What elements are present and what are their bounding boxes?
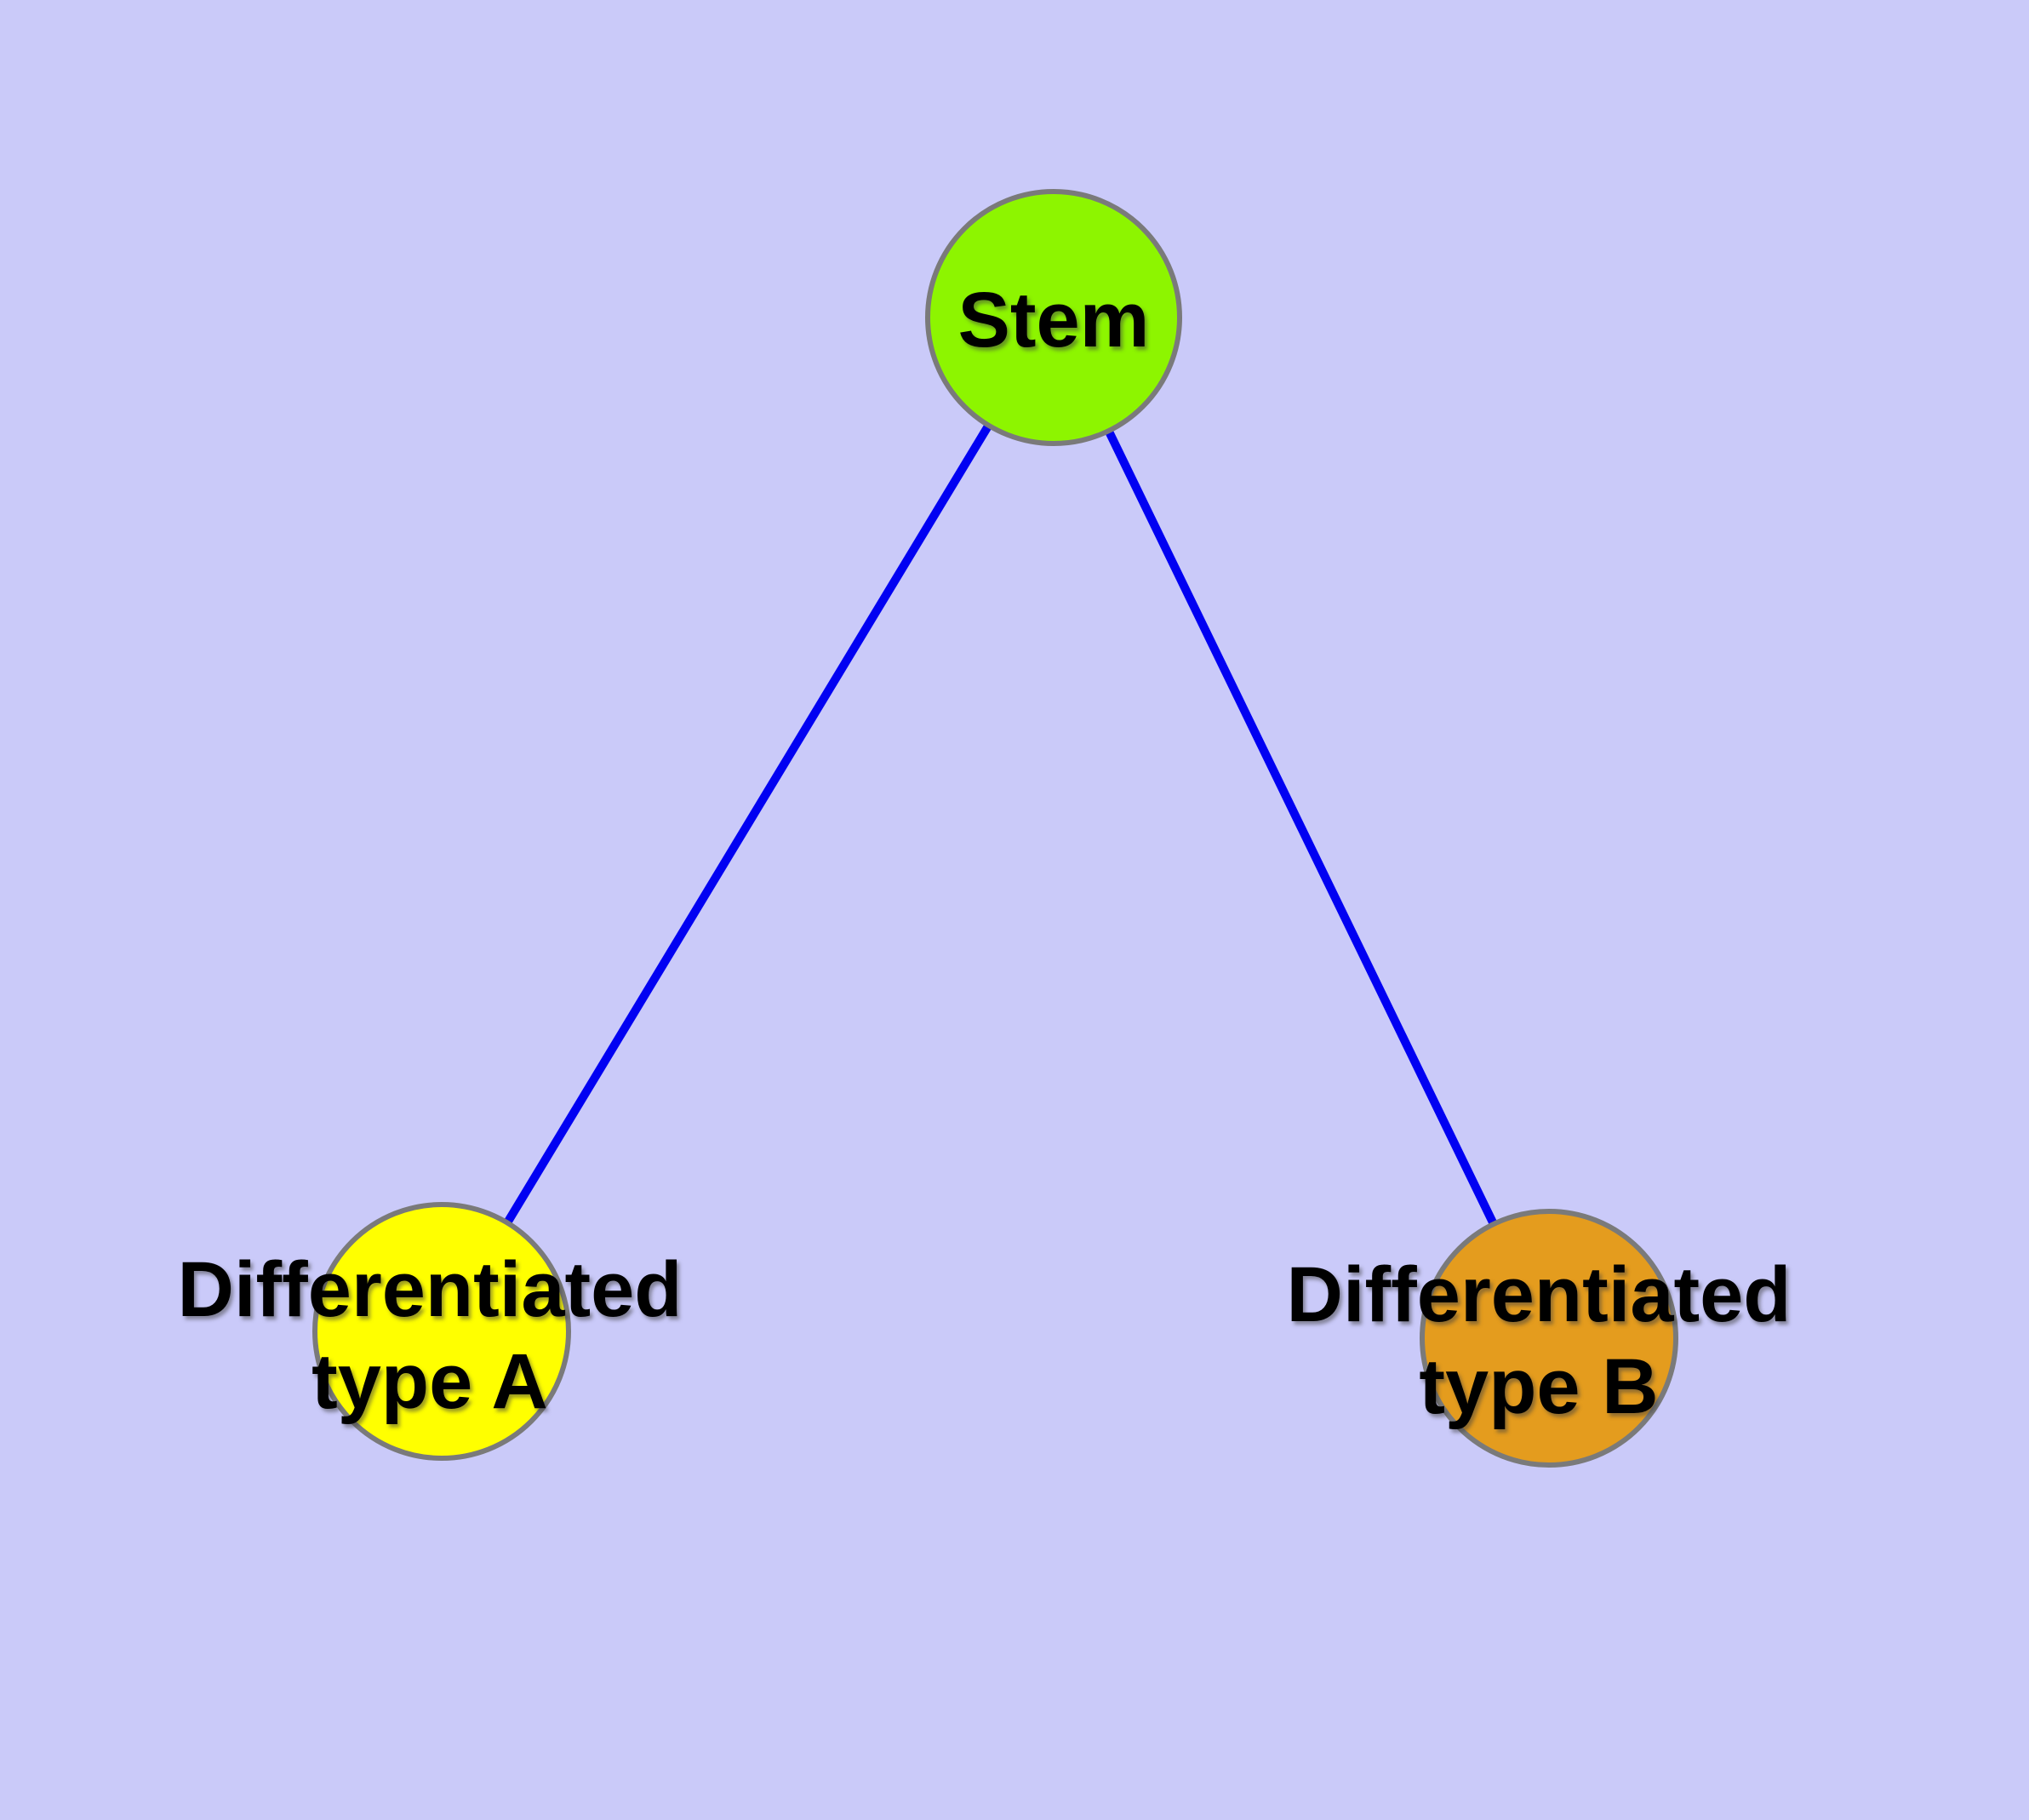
node-type-b-label: Differentiated type B	[1287, 1249, 1792, 1433]
node-type-a-label-line-2: type A	[311, 1338, 548, 1425]
node-type-a-label: Differentiated type A	[178, 1244, 683, 1428]
edge-stem-to-type-a	[437, 315, 1058, 1334]
node-stem-label-line-1: Stem	[957, 277, 1150, 363]
node-type-a-circle	[312, 1202, 571, 1461]
node-stem-label: Stem	[958, 274, 1150, 366]
edge-stem-to-type-b	[1049, 315, 1553, 1341]
node-type-a-label-line-1: Differentiated	[177, 1246, 683, 1333]
node-stem-circle	[925, 189, 1182, 446]
node-type-b-label-line-1: Differentiated	[1286, 1251, 1792, 1338]
node-type-b-label-line-2: type B	[1419, 1343, 1659, 1430]
node-type-b-circle	[1420, 1209, 1678, 1468]
